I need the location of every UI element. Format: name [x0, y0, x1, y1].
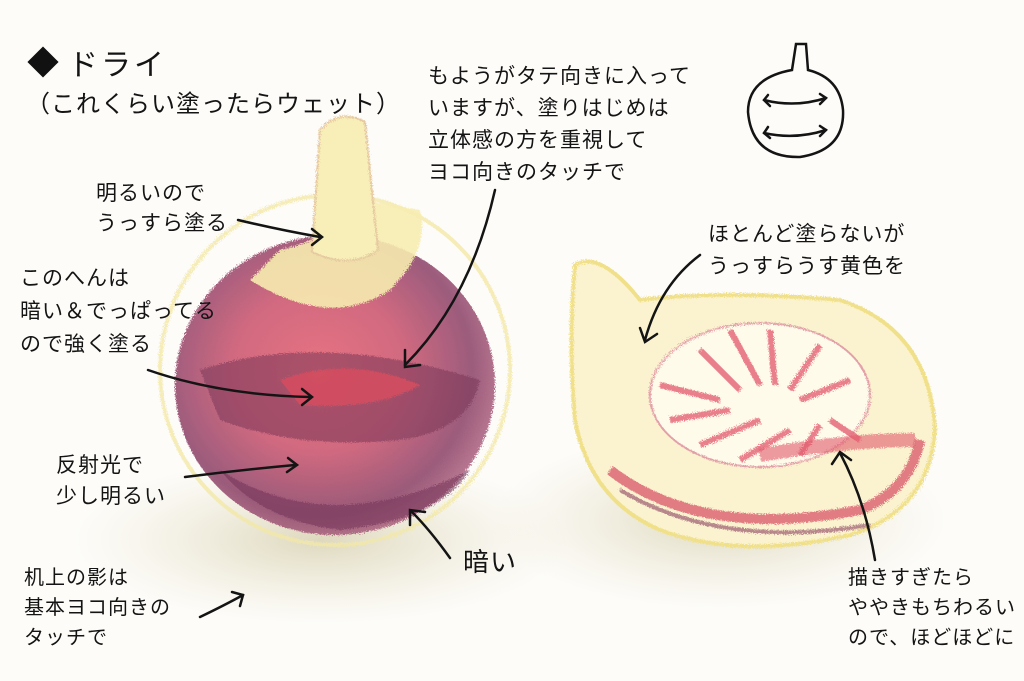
table-shadow-left	[70, 455, 570, 625]
arrow-pattern-note	[403, 188, 497, 367]
section-title: ドライ	[68, 48, 167, 83]
arrow-dark-bottom	[410, 510, 452, 560]
cut-fig-illustration	[569, 259, 938, 549]
section-subtitle: （これくらい塗ったらウェット）	[26, 90, 401, 118]
note-dark-bottom: 暗い	[463, 548, 518, 578]
black-diamond-icon	[27, 46, 59, 78]
arrow-bright	[236, 218, 322, 239]
stroke-direction-diagram	[746, 42, 845, 159]
arrow-reflect	[183, 463, 297, 479]
note-reflected-light: 反射光で 少し明るい	[56, 453, 166, 508]
arrow-dark-bulge	[146, 368, 312, 399]
note-bright-top: 明るいので うっすら塗る	[96, 181, 228, 235]
annotation-arrows	[146, 188, 877, 619]
title-row: ドライ	[26, 40, 167, 84]
arrow-overdraw	[838, 451, 877, 562]
note-inside-flesh: ほとんど塗らないが うっすらうす黄色を	[708, 222, 906, 278]
note-dark-bulge: このへんは 暗い＆でっぱってる ので強く塗る	[20, 266, 217, 356]
whole-fig-illustration	[158, 115, 512, 547]
arrow-shadow	[198, 593, 245, 619]
note-table-shadow: 机上の影は 基本ヨコ向きの タッチで	[24, 565, 171, 649]
note-overdraw-warning: 描きすぎたら ややきもちわるい ので、ほどほどに	[848, 565, 1016, 649]
note-pattern-direction: もようがタテ向きに入って いますが、塗りはじめは 立体感の方を重視して ヨコ向き…	[428, 64, 691, 184]
arrow-inside	[643, 253, 702, 342]
